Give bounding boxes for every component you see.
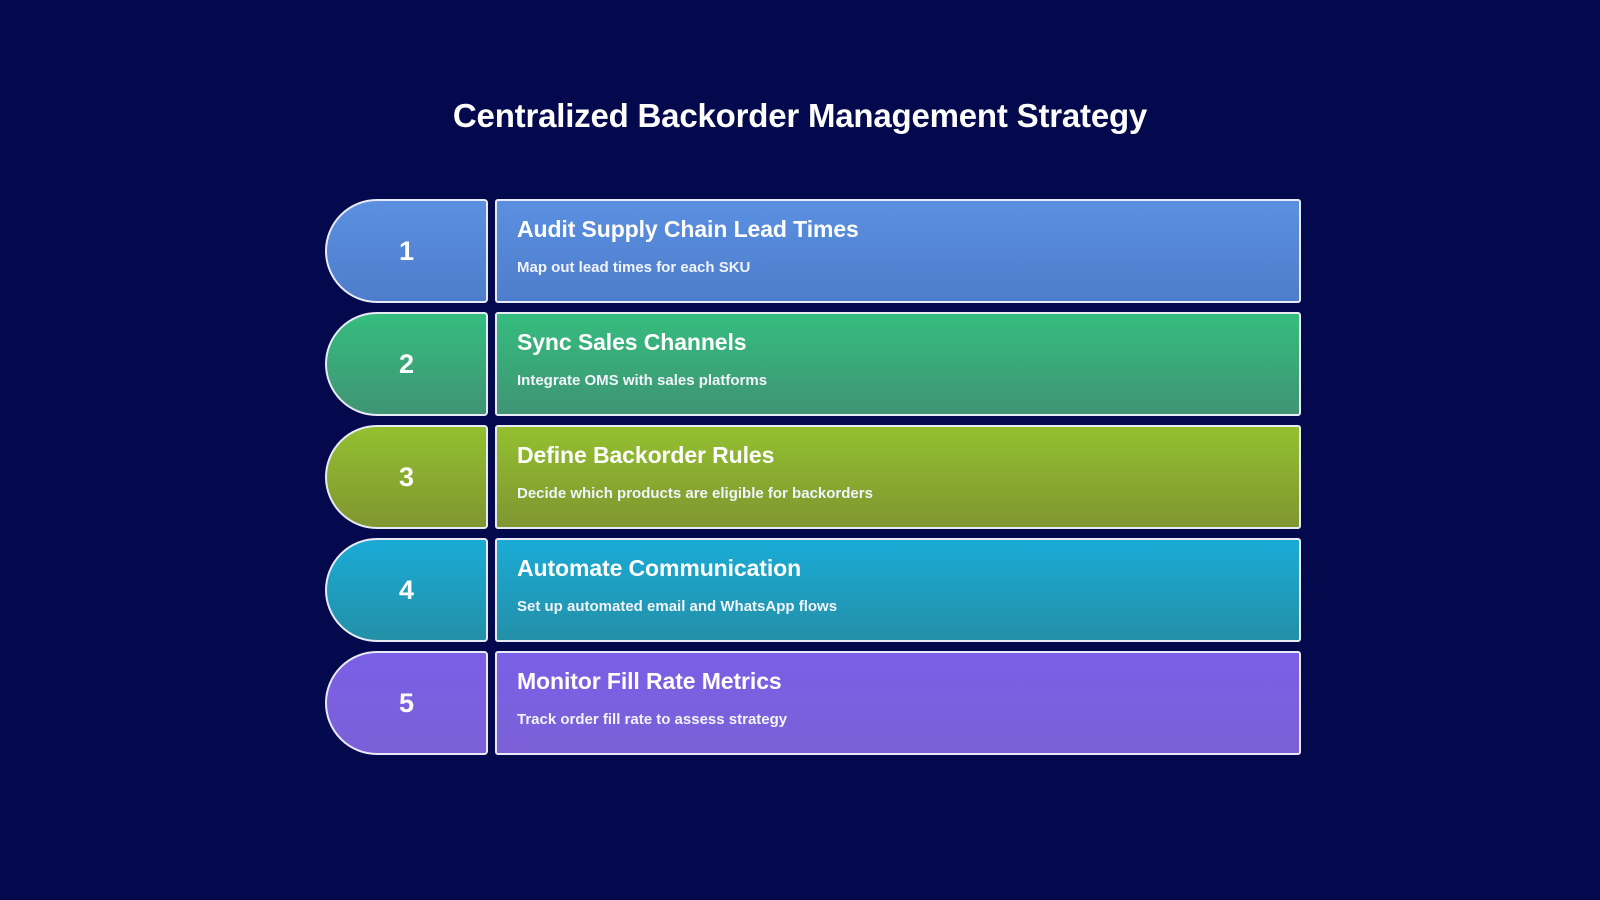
step-title: Define Backorder Rules [517,442,775,468]
step-subtitle: Decide which products are eligible for b… [517,485,873,503]
step-subtitle: Track order fill rate to assess strategy [517,711,788,729]
step-number-badge[interactable]: 5 [325,651,488,755]
step-title: Monitor Fill Rate Metrics [517,668,782,694]
step-title: Sync Sales Channels [517,329,747,355]
step-number-badge[interactable]: 2 [325,312,488,416]
step-title: Automate Communication [517,555,802,581]
step-content-panel[interactable]: Monitor Fill Rate Metrics Track order fi… [495,651,1301,755]
step-row[interactable]: 2 Sync Sales Channels Integrate OMS with… [325,312,1301,416]
step-subtitle: Map out lead times for each SKU [517,259,751,277]
step-list: 1 Audit Supply Chain Lead Times Map out … [325,199,1301,755]
step-number: 3 [398,461,415,492]
step-number-badge[interactable]: 1 [325,199,488,303]
step-number-badge[interactable]: 4 [325,538,488,642]
step-row[interactable]: 1 Audit Supply Chain Lead Times Map out … [325,199,1301,303]
step-content-panel[interactable]: Audit Supply Chain Lead Times Map out le… [495,199,1301,303]
step-subtitle: Integrate OMS with sales platforms [517,372,768,390]
step-subtitle: Set up automated email and WhatsApp flow… [517,598,838,616]
step-number: 4 [398,574,415,605]
step-row[interactable]: 5 Monitor Fill Rate Metrics Track order … [325,651,1301,755]
step-number-badge[interactable]: 3 [325,425,488,529]
step-row[interactable]: 4 Automate Communication Set up automate… [325,538,1301,642]
step-content-panel[interactable]: Automate Communication Set up automated … [495,538,1301,642]
step-number: 2 [398,348,415,379]
step-content-panel[interactable]: Sync Sales Channels Integrate OMS with s… [495,312,1301,416]
step-content-panel[interactable]: Define Backorder Rules Decide which prod… [495,425,1301,529]
step-number: 5 [398,687,415,718]
step-number: 1 [398,235,415,266]
step-row[interactable]: 3 Define Backorder Rules Decide which pr… [325,425,1301,529]
step-title: Audit Supply Chain Lead Times [517,216,859,242]
page-title: Centralized Backorder Management Strateg… [452,97,1148,134]
